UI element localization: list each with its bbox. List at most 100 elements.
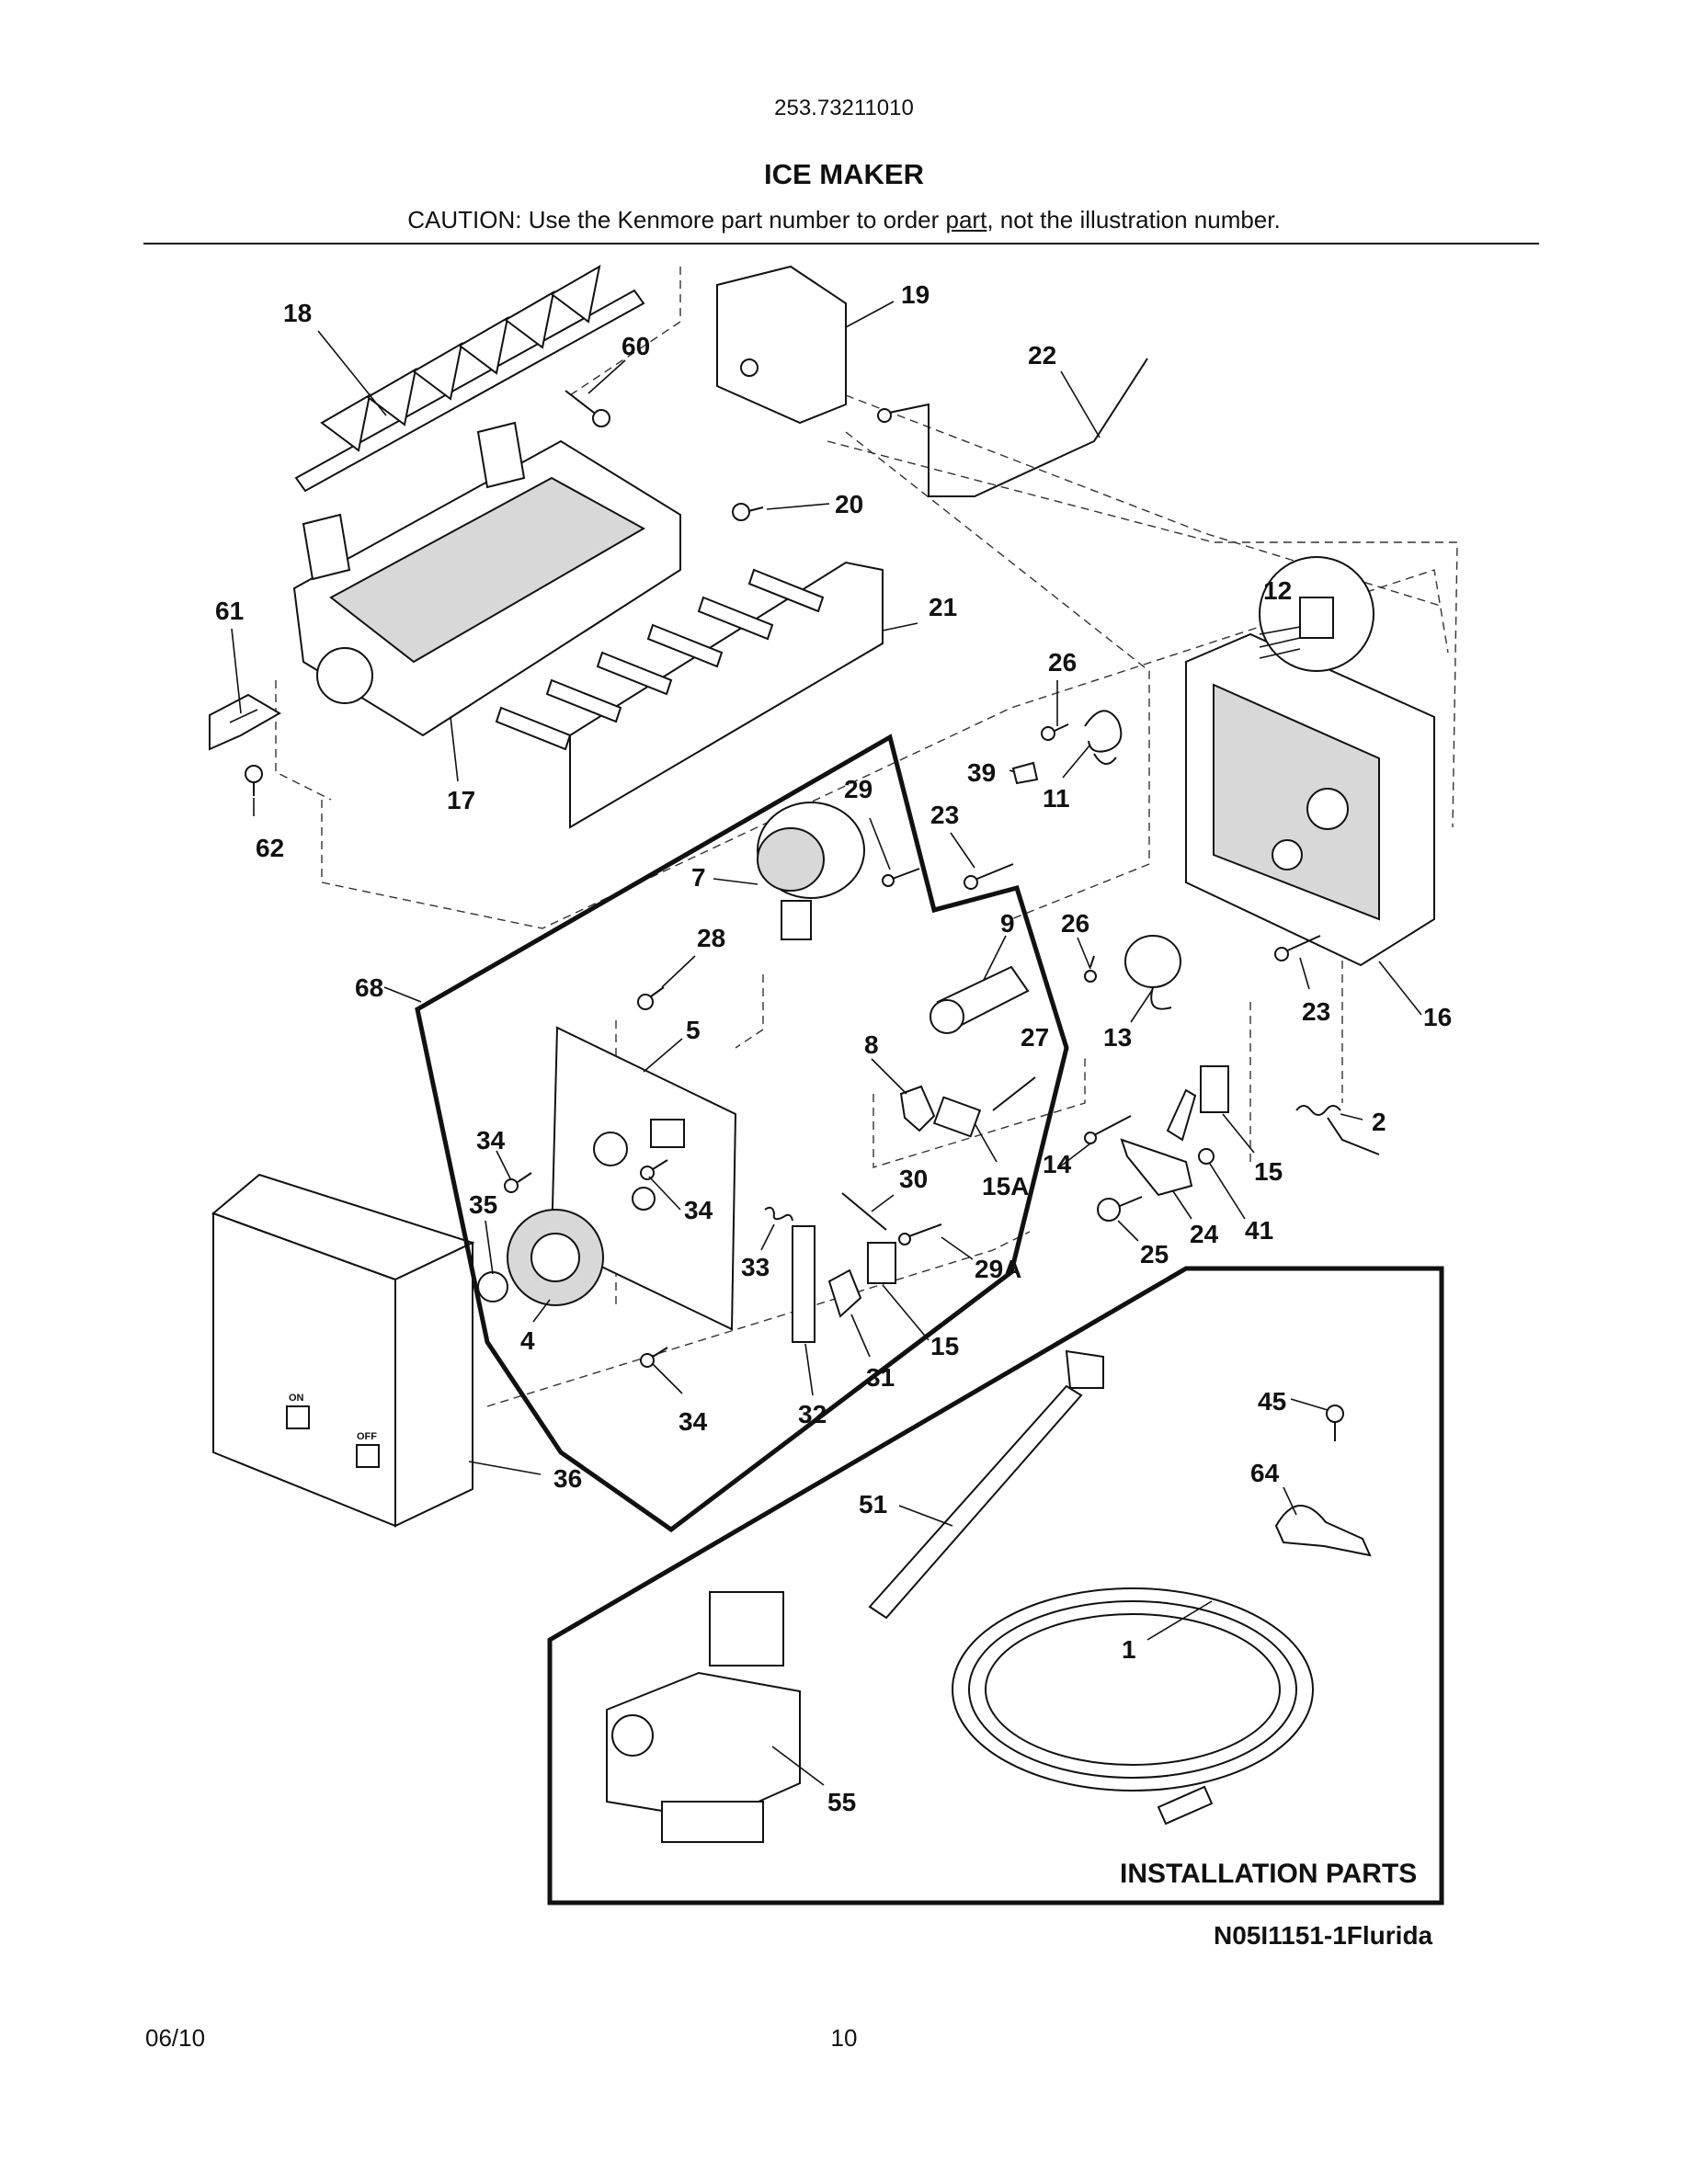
wire-clip-loop <box>1093 753 1117 765</box>
mold-inlet <box>316 647 373 704</box>
switch-on-label: ON <box>289 1393 304 1404</box>
housing-interior <box>1213 683 1380 921</box>
callout-14: 14 <box>1043 1150 1072 1178</box>
part-tubing-1 <box>952 1587 1314 1826</box>
callout-16: 16 <box>1423 1003 1452 1031</box>
callout-62: 62 <box>256 834 284 862</box>
leader <box>1117 1220 1139 1242</box>
leader <box>532 1299 551 1323</box>
valve-coil <box>709 1591 784 1666</box>
arm-body <box>1120 1138 1193 1197</box>
ejector-blade <box>550 265 601 324</box>
leader <box>1378 961 1422 1016</box>
shutoff-arm-end <box>877 408 892 423</box>
callout-19: 19 <box>901 280 930 309</box>
stripper-fin <box>646 623 724 668</box>
screw-head <box>245 765 263 783</box>
part-cam-31 <box>827 1268 862 1318</box>
leader <box>882 1284 930 1341</box>
ejector-blade <box>458 316 509 375</box>
screw-head <box>1084 1132 1097 1144</box>
valve-bracket <box>661 1801 764 1843</box>
part-thermostat-13 <box>1124 935 1181 1010</box>
valve-inlet <box>611 1714 654 1757</box>
screw-head <box>504 1178 519 1193</box>
callout-45: 45 <box>1258 1387 1286 1416</box>
caution-part-link[interactable]: part <box>945 206 987 233</box>
part-screw-29 <box>882 868 920 887</box>
water-tubing-coil <box>968 1600 1297 1779</box>
part-switch-15a <box>932 1096 982 1138</box>
callout-41: 41 <box>1245 1216 1273 1245</box>
lever-body <box>899 1085 936 1132</box>
leader <box>1058 1143 1091 1168</box>
callout-31: 31 <box>866 1363 895 1392</box>
part-motor-7 <box>757 802 865 940</box>
screw-shank <box>1089 955 1095 968</box>
bearing <box>477 1271 508 1302</box>
motor-gear <box>781 900 812 940</box>
leader <box>496 1150 512 1181</box>
spring-coil <box>764 1206 793 1222</box>
leader <box>941 1236 974 1260</box>
screw-shank <box>565 390 599 416</box>
part-switch-15-right <box>1200 1065 1229 1113</box>
leader <box>1060 370 1101 438</box>
leader <box>1172 1190 1192 1220</box>
part-mold-17 <box>292 421 681 737</box>
stripper-fin <box>697 596 774 641</box>
cover-right <box>394 1241 473 1528</box>
frame-motor-assembly-68 <box>415 734 1069 1533</box>
motor-face <box>757 827 825 892</box>
leader <box>771 1746 825 1786</box>
water-tubing-coil <box>952 1587 1314 1792</box>
tube-clamp <box>1274 1505 1372 1557</box>
leader-lines <box>231 301 1422 1786</box>
screw-head <box>637 994 654 1010</box>
screw-head <box>882 874 895 887</box>
leader <box>1209 1163 1246 1220</box>
screw-shank <box>517 1172 532 1183</box>
callout-29: 29 <box>844 775 873 803</box>
drawing-code: N05I1151-1Flurida <box>1214 1921 1433 1950</box>
spring-coil <box>1295 1105 1341 1116</box>
callout-13: 13 <box>1103 1023 1132 1052</box>
callout-20: 20 <box>835 490 863 518</box>
screw-head <box>1326 1405 1344 1423</box>
caution-text-end: , not the illustration number. <box>987 206 1281 233</box>
guide-line <box>845 431 1150 864</box>
water-tubing-coil <box>985 1613 1281 1766</box>
header-divider <box>143 243 1539 245</box>
callout-33: 33 <box>741 1253 770 1281</box>
guide-line <box>1010 863 1150 920</box>
screw-head <box>1274 947 1289 961</box>
screw-head <box>898 1233 911 1246</box>
switch-off[interactable] <box>356 1444 380 1468</box>
leader <box>450 716 459 782</box>
housing-boss <box>1272 839 1303 870</box>
callout-15-lower: 15 <box>930 1332 959 1360</box>
leader <box>1062 744 1091 779</box>
callout-28: 28 <box>697 924 725 952</box>
switch-on[interactable] <box>286 1405 310 1429</box>
plate-hole <box>632 1187 656 1211</box>
plate-window <box>650 1119 685 1148</box>
part-arm-24 <box>1120 1088 1197 1197</box>
part-screw-34-upper <box>504 1172 532 1193</box>
frame-installation-parts <box>547 1266 1444 1905</box>
arm-finger <box>1166 1088 1197 1142</box>
fill-tube <box>868 1384 1083 1620</box>
screw-shank <box>1283 935 1321 953</box>
washer <box>1198 1148 1215 1165</box>
part-switch-15-lower <box>867 1242 896 1284</box>
leader <box>950 832 975 869</box>
callout-30: 30 <box>899 1165 928 1193</box>
screw-head <box>592 409 610 427</box>
fill-cup-cover <box>716 265 847 425</box>
leader <box>1340 1113 1363 1120</box>
plate-hole <box>593 1132 628 1166</box>
part-housing-16 <box>1185 632 1435 967</box>
leader <box>661 955 696 988</box>
leader <box>882 622 918 631</box>
stripper-body <box>569 561 884 829</box>
